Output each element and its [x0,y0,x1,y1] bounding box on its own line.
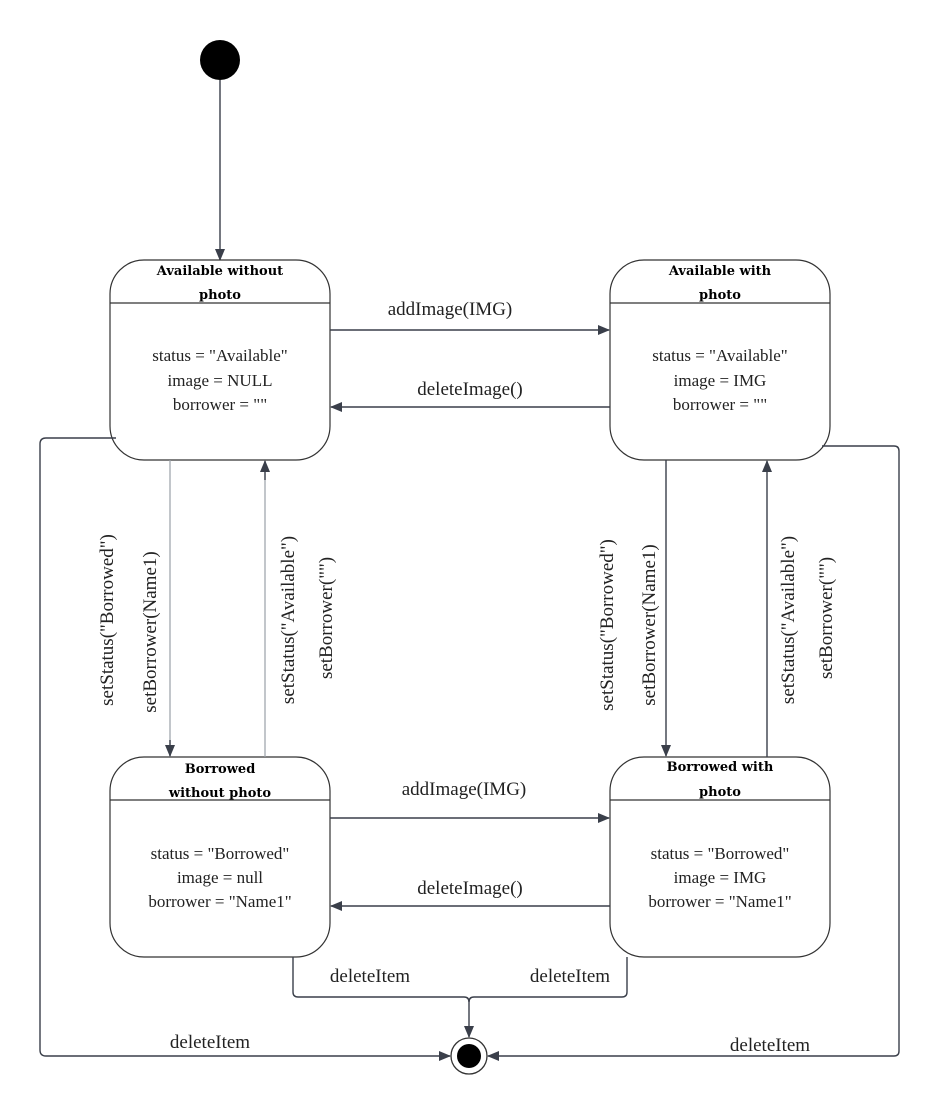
state-title-line-1: Borrowed [185,762,256,777]
final-state [450,1037,488,1075]
edge-label-borrow-left-borrower: setBorrower(Name1) [140,551,161,712]
state-attr-status: status = "Available" [152,346,288,365]
edge-label-borrow-left-status: setStatus("Borrowed") [97,534,118,706]
edge-label-add-image-bottom: addImage(IMG) [402,779,527,800]
edge-label-borrow-right-status: setStatus("Borrowed") [597,539,618,711]
state-attr-image: image = NULL [168,371,273,390]
state-title-line-1: Available without [156,264,283,279]
state-attr-status: status = "Available" [652,346,788,365]
state-attr-borrower: borrower = "Name1" [148,892,291,911]
edge-delete-item-available-with-photo [487,445,900,1061]
initial-state [200,40,240,80]
state-title-line-2: photo [199,288,241,303]
edge-label-return-left-borrower: setBorrower("") [316,557,337,679]
edge-delete-item-available-without-photo [39,437,451,1061]
state-attr-image: image = IMG [674,371,767,390]
state-attr-status: status = "Borrowed" [651,844,790,863]
edge-label-delete-item-right: deleteItem [730,1035,810,1056]
edge-label-delete-item-bottom-left: deleteItem [330,966,410,987]
state-attr-borrower: borrower = "Name1" [648,892,791,911]
state-title-line-1: Available with [668,264,772,279]
state-attr-image: image = null [177,868,263,887]
state-attr-image: image = IMG [674,868,767,887]
state-attr-borrower: borrower = "" [673,395,767,414]
state-attr-status: status = "Borrowed" [151,844,290,863]
edge-label-return-left-status: setStatus("Available") [278,536,299,704]
edge-label-delete-image-top: deleteImage() [417,379,522,400]
state-attr-borrower: borrower = "" [173,395,267,414]
edge-label-delete-image-bottom: deleteImage() [417,878,522,899]
state-title-line-2: without photo [168,786,271,801]
edge-label-delete-item-left: deleteItem [170,1032,250,1053]
edge-delete-item-borrowed-with-photo [468,957,628,1003]
edge-label-return-right-status: setStatus("Available") [778,536,799,704]
state-borrowed-without-photo: Borrowed without photo status = "Borrowe… [109,756,331,958]
edge-label-return-right-borrower: setBorrower("") [816,557,837,679]
state-available-without-photo: Available without photo status = "Availa… [109,259,331,461]
edge-label-add-image-top: addImage(IMG) [388,299,513,320]
edge-label-delete-item-bottom-right: deleteItem [530,966,610,987]
state-title-line-2: photo [699,785,741,800]
state-title-line-2: photo [699,288,741,303]
state-title-line-1: Borrowed with [667,760,774,775]
state-borrowed-with-photo: Borrowed with photo status = "Borrowed" … [609,756,831,958]
state-available-with-photo: Available with photo status = "Available… [609,259,831,461]
edge-label-borrow-right-borrower: setBorrower(Name1) [639,544,660,705]
